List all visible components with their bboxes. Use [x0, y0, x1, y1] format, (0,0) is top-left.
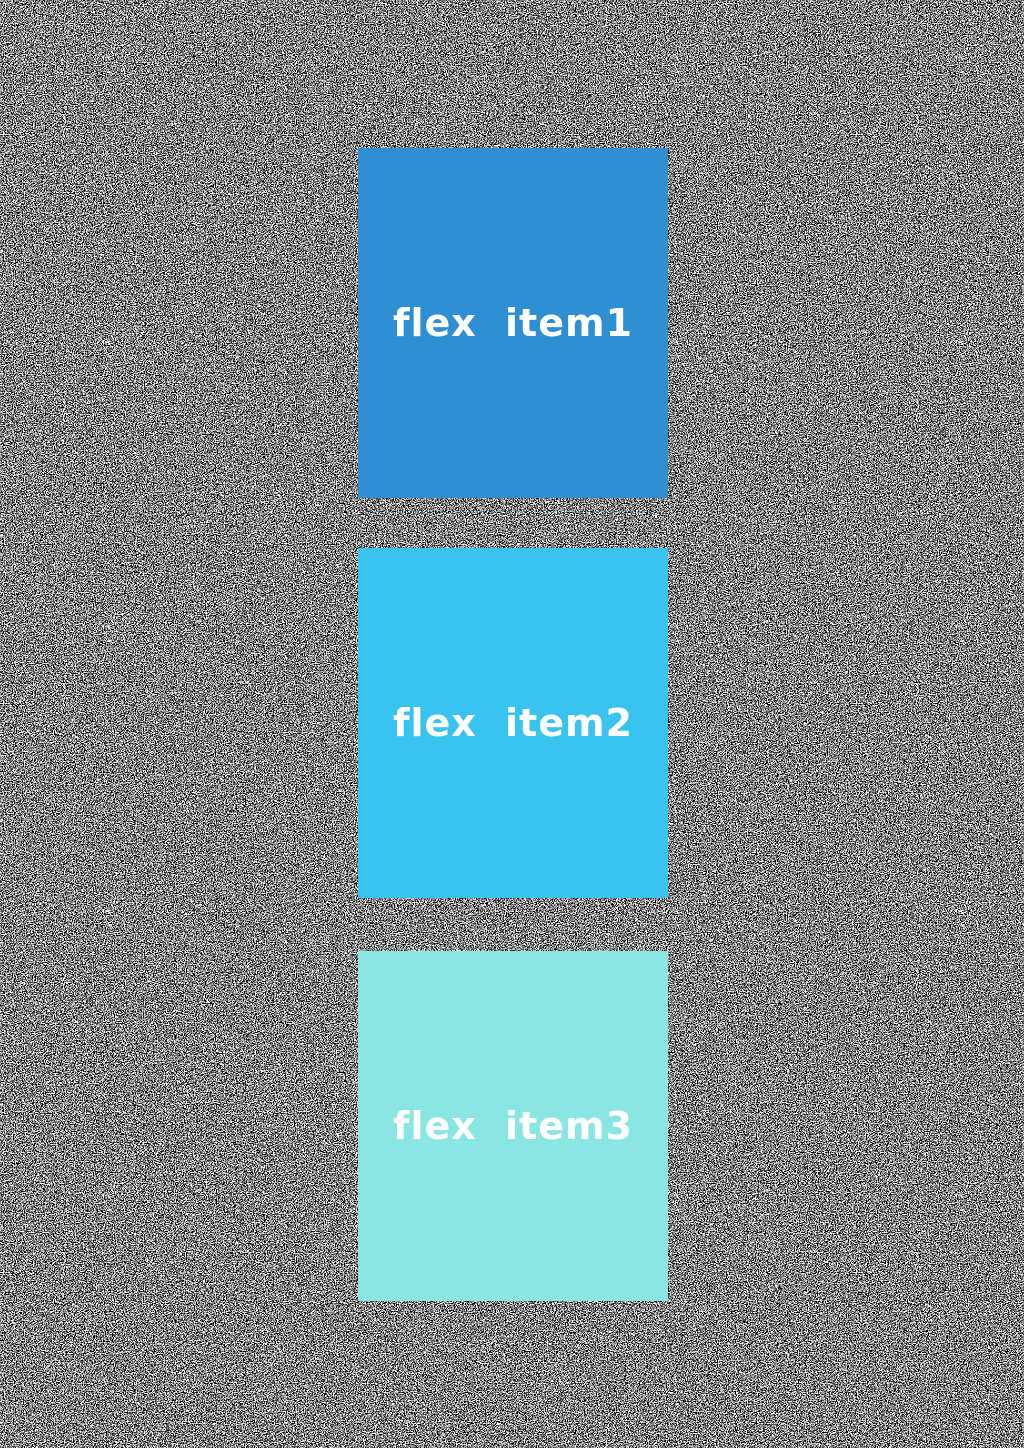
flex-item-2: flex item2: [358, 548, 668, 898]
flex-item-3-label: flex item3: [392, 1104, 634, 1148]
flex-item-2-label: flex item2: [392, 701, 634, 745]
flex-item-1: flex item1: [358, 148, 668, 498]
flex-item-3: flex item3: [358, 951, 668, 1301]
flex-container: flex item1 flex item2 flex item3: [358, 148, 668, 1301]
flex-item-1-label: flex item1: [392, 301, 634, 345]
